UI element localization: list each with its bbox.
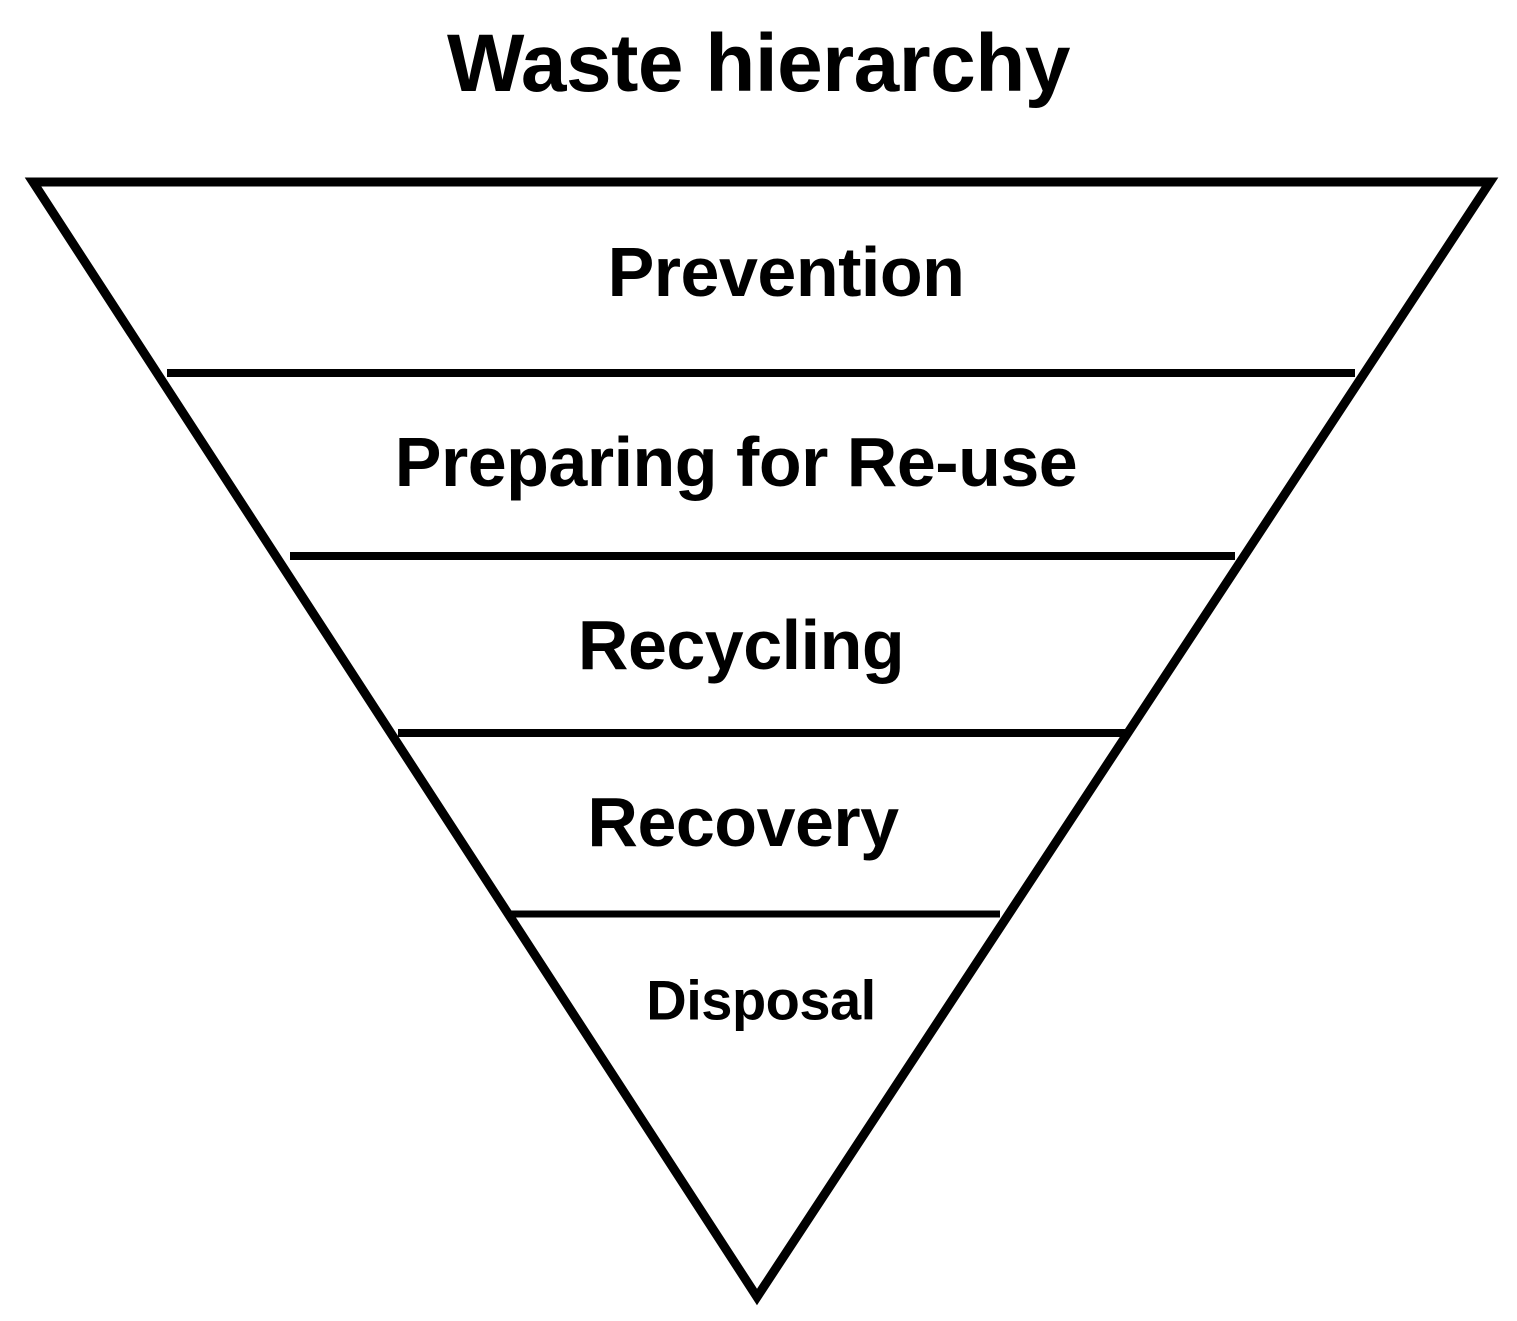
tier-label-recovery: Recovery: [587, 783, 899, 861]
page-title: Waste hierarchy: [447, 18, 1070, 109]
tier-label-preparing-for-re-use: Preparing for Re-use: [394, 423, 1078, 501]
tier-label-recycling: Recycling: [577, 606, 905, 684]
pyramid-outline: [24, 177, 1499, 1306]
tier-label-prevention: Prevention: [607, 233, 965, 311]
tier-label-disposal: Disposal: [646, 968, 876, 1032]
